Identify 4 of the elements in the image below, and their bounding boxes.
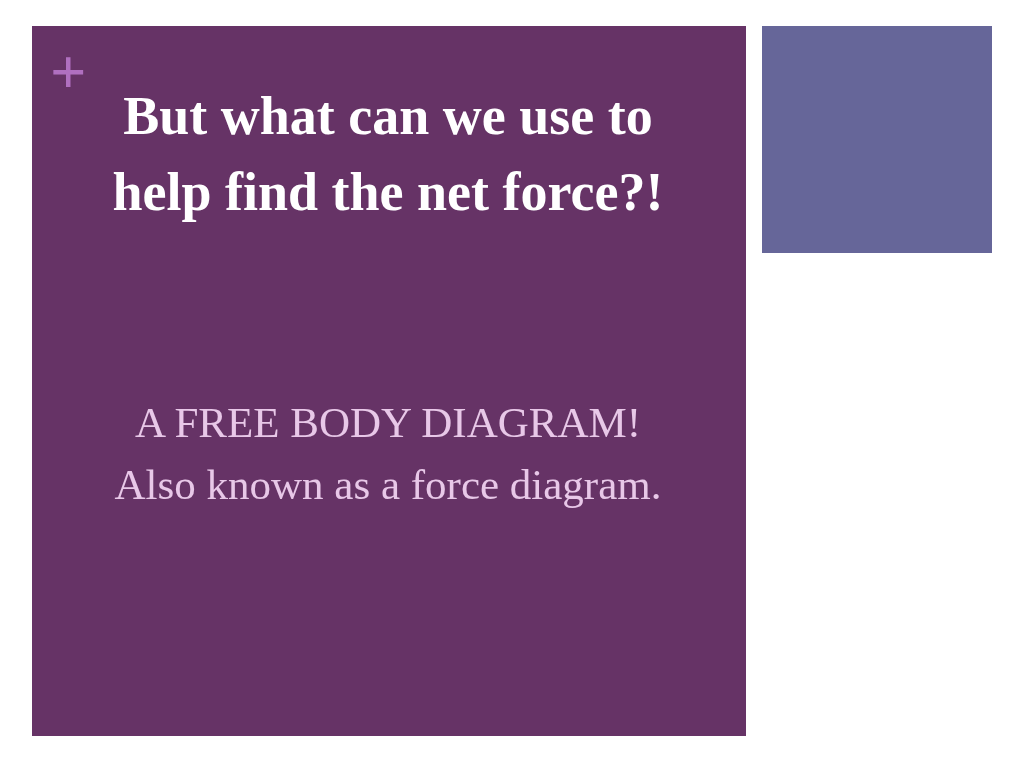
body-text: Also known as a force diagram. (114, 460, 662, 510)
body-text: A FREE BODY DIAGRAM! (134, 398, 642, 448)
slide-title: But what can we use to help find the net force?! (111, 85, 665, 224)
plus-sign: + (50, 40, 87, 104)
